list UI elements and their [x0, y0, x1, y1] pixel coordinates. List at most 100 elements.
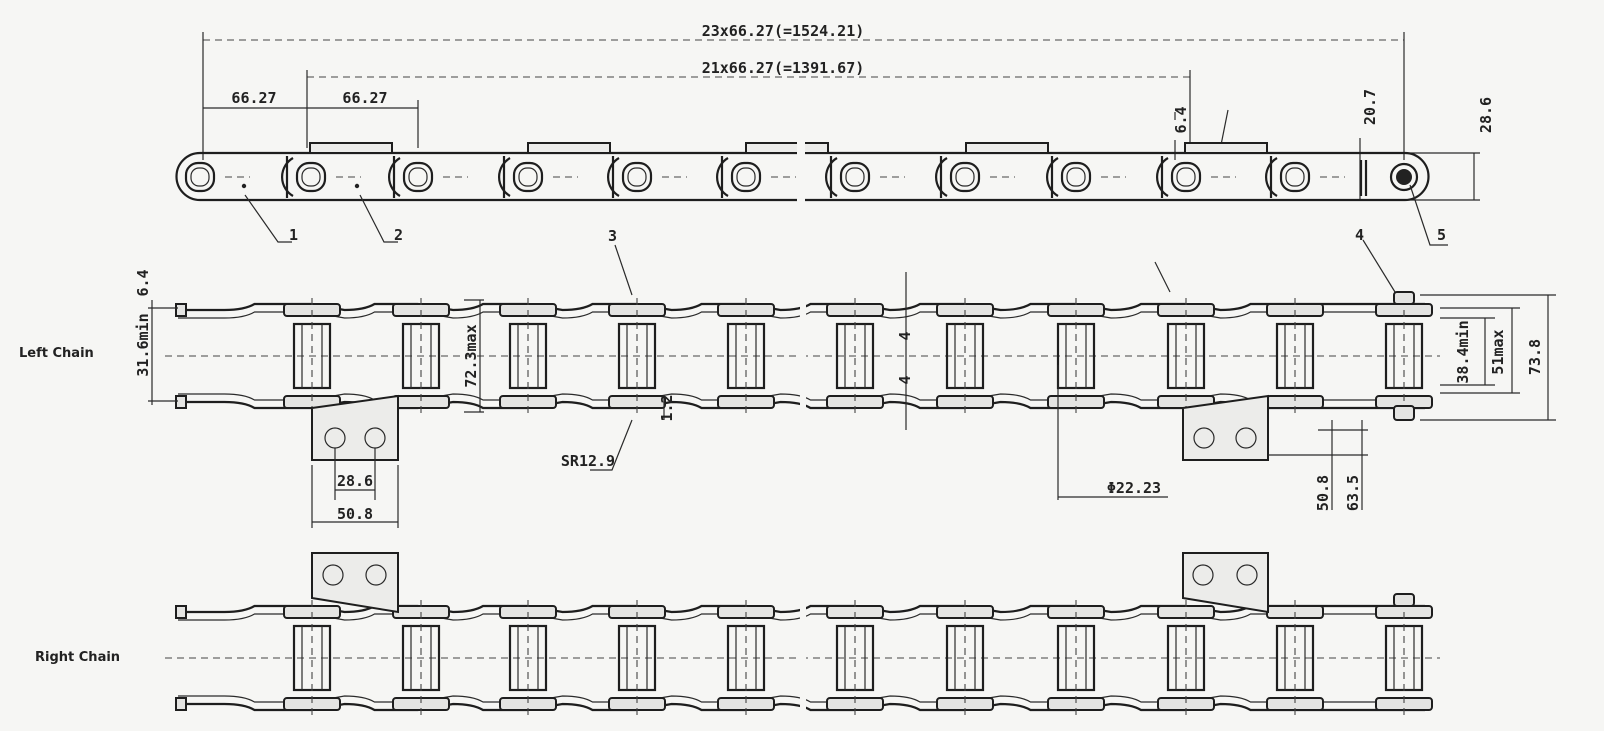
chain-roller: [936, 298, 994, 414]
right-chain-view: [165, 592, 1440, 724]
marker-dot: [241, 183, 247, 189]
right-attachment-plate: [311, 552, 399, 614]
link-hole-outline: [512, 161, 544, 193]
top-attachment-tab: [745, 142, 829, 154]
top-holes: [184, 156, 1368, 198]
offset-small-a-dim: 4: [896, 331, 914, 340]
right-chain-label: Right Chain: [35, 650, 120, 665]
link-hole-inner: [1176, 167, 1196, 187]
sprocket-radius-dim: SR12.9: [561, 452, 615, 470]
chain-roller: [392, 298, 450, 414]
link-hole-inner: [408, 167, 428, 187]
chain-link-hole: [715, 156, 796, 198]
link-curve: [606, 157, 620, 197]
chain-link-hole: [184, 161, 250, 193]
roller-body: [945, 322, 985, 390]
chain-roller: [1047, 298, 1105, 414]
chain-roller: [499, 600, 557, 716]
chain-link-hole: [280, 156, 361, 198]
link-curve: [1155, 157, 1169, 197]
link-hole-outline: [1060, 161, 1092, 193]
chain-roller: [1157, 600, 1215, 716]
left-chain-break-gap: [800, 290, 806, 422]
callout-3: 3: [608, 227, 617, 245]
link-hole-outline: [295, 161, 327, 193]
chain-roller: [608, 298, 666, 414]
marker-dot: [354, 183, 360, 189]
top-attachment-tab: [1184, 142, 1268, 154]
pin-length-max-dim: 51max: [1489, 329, 1507, 374]
link-hole-inner: [1066, 167, 1086, 187]
link-height-dim: 28.6: [1477, 97, 1495, 133]
left-chain-end-pin: [1393, 291, 1415, 305]
attachment-height-dim: 63.5: [1344, 475, 1362, 511]
chain-link-hole: [387, 156, 468, 198]
chain-roller: [608, 600, 666, 716]
top-attachment-tab: [965, 142, 1049, 154]
chain-roller: [826, 298, 884, 414]
left-attachment-plate: [1182, 394, 1269, 461]
left-chain-dimension-lines: [148, 272, 1556, 528]
chain-roller: [826, 600, 884, 716]
plate-offset-dim: 50.8: [1314, 475, 1332, 511]
chain-roller: [499, 298, 557, 414]
link-curve: [387, 157, 401, 197]
right-chain-end-tab: [175, 697, 187, 711]
link-hole-outline: [730, 161, 762, 193]
left-chain-end-tab: [175, 395, 187, 409]
chain-roller: [1266, 600, 1324, 716]
thickness-dim: 6.4: [134, 269, 152, 296]
dimension-lines-right-top: [1174, 109, 1480, 201]
chain-roller: [1375, 600, 1433, 716]
link-curve: [934, 157, 948, 197]
roller-body: [1056, 624, 1096, 692]
left-chain-label: Left Chain: [19, 346, 94, 361]
callout-leaders: [244, 184, 1448, 296]
pcd-dim: Φ22.23: [1107, 479, 1161, 497]
callout-4: 4: [1355, 226, 1364, 244]
hole-spacing-dim: 28.6: [337, 472, 373, 490]
left-attachment-plate: [311, 394, 399, 461]
chain-link-hole: [606, 156, 687, 198]
link-hole-outline: [402, 161, 434, 193]
pitch-dim-b: 66.27: [342, 89, 387, 107]
chain-link-hole: [1155, 156, 1236, 198]
link-hole-outline: [1279, 161, 1311, 193]
chain-link-hole: [934, 156, 1015, 198]
link-hole-outline: [621, 161, 653, 193]
callout-1: 1: [289, 226, 298, 244]
chain-link-hole: [1045, 156, 1126, 198]
attachment-span-dim: 21x66.27(=1391.67): [702, 59, 865, 77]
link-curve: [280, 157, 294, 197]
link-hole-inner: [736, 167, 756, 187]
link-curve: [1045, 157, 1059, 197]
chain-link-hole: [497, 156, 578, 198]
callout-5: 5: [1437, 226, 1446, 244]
roller-body: [945, 624, 985, 692]
link-hole-inner: [1285, 167, 1305, 187]
top-attachment-tab: [527, 142, 611, 154]
chain-roller: [1266, 298, 1324, 414]
height-max-dim: 72.3max: [462, 324, 480, 387]
chain-roller: [717, 600, 775, 716]
left-chain-view: [165, 290, 1440, 422]
plate-thick-dim: 1.2: [658, 394, 676, 421]
link-hole-inner: [845, 167, 865, 187]
left-chain-end-pin: [1393, 405, 1415, 421]
link-hole-inner: [190, 167, 210, 187]
left-chain-end-tab: [175, 303, 187, 317]
chain-roller: [936, 600, 994, 716]
right-chain-end-tab: [175, 605, 187, 619]
top-attachment-tab: [309, 142, 393, 154]
link-curve: [824, 157, 838, 197]
link-hole-inner: [627, 167, 647, 187]
bend-height-dim: 20.7: [1361, 89, 1379, 125]
inner-width-min-dim: 31.6min: [134, 313, 152, 376]
link-hole-inner: [955, 167, 975, 187]
callout-2: 2: [394, 226, 403, 244]
end-pin-center: [1396, 169, 1412, 185]
break-gap: [797, 140, 805, 215]
chain-roller: [717, 298, 775, 414]
link-hole-outline: [839, 161, 871, 193]
